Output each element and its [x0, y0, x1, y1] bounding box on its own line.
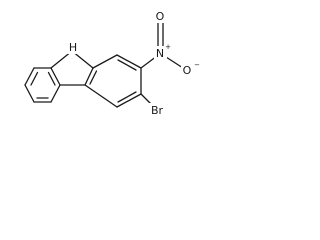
bond-c4b-c8a [50, 67, 61, 86]
bond-c9a-c1 [92, 54, 118, 69]
oxygen-charge-label: − [194, 61, 200, 69]
nitrogen-label-mask [154, 46, 167, 60]
bond-c5-c4b [50, 84, 61, 103]
atom-labels: H N + O O − Br [67, 9, 200, 118]
double-bond-c8-c7 [30, 71, 39, 86]
bond-c7-c6 [24, 84, 35, 103]
bond-c4-c4a [84, 84, 118, 108]
bond-n-o-single [165, 56, 184, 69]
right-benzene-ring [84, 54, 142, 108]
double-bond-c1-c2 [117, 59, 137, 71]
bromine-label-mask [148, 103, 166, 118]
ch2-hydrogen-label: H [69, 41, 77, 54]
oxygen-double-label-mask [154, 9, 167, 23]
nitrogen-charge-label: + [165, 43, 171, 51]
bond-c4a-c9a [84, 67, 94, 86]
oxygen-double-label: O [156, 10, 165, 23]
ch2-label-mask [67, 40, 79, 54]
double-bond-c4a-c9a [89, 70, 98, 85]
oxygen-single-label: O [183, 64, 192, 77]
bromo-nitrofluorene-structure: H N + O O − Br [24, 9, 200, 118]
nitrogen-label: N [156, 47, 164, 60]
bond-c8-c7 [24, 67, 35, 86]
substituent-bonds [140, 22, 184, 106]
bromine-label: Br [151, 104, 164, 117]
left-benzene-ring [24, 67, 61, 103]
oxygen-single-label-mask [181, 63, 194, 77]
double-bond-c3-c4 [117, 91, 137, 103]
bond-c3-c4 [116, 93, 142, 108]
double-bond-c4b-c8a [47, 71, 56, 86]
bond-c1-c2 [116, 54, 142, 69]
